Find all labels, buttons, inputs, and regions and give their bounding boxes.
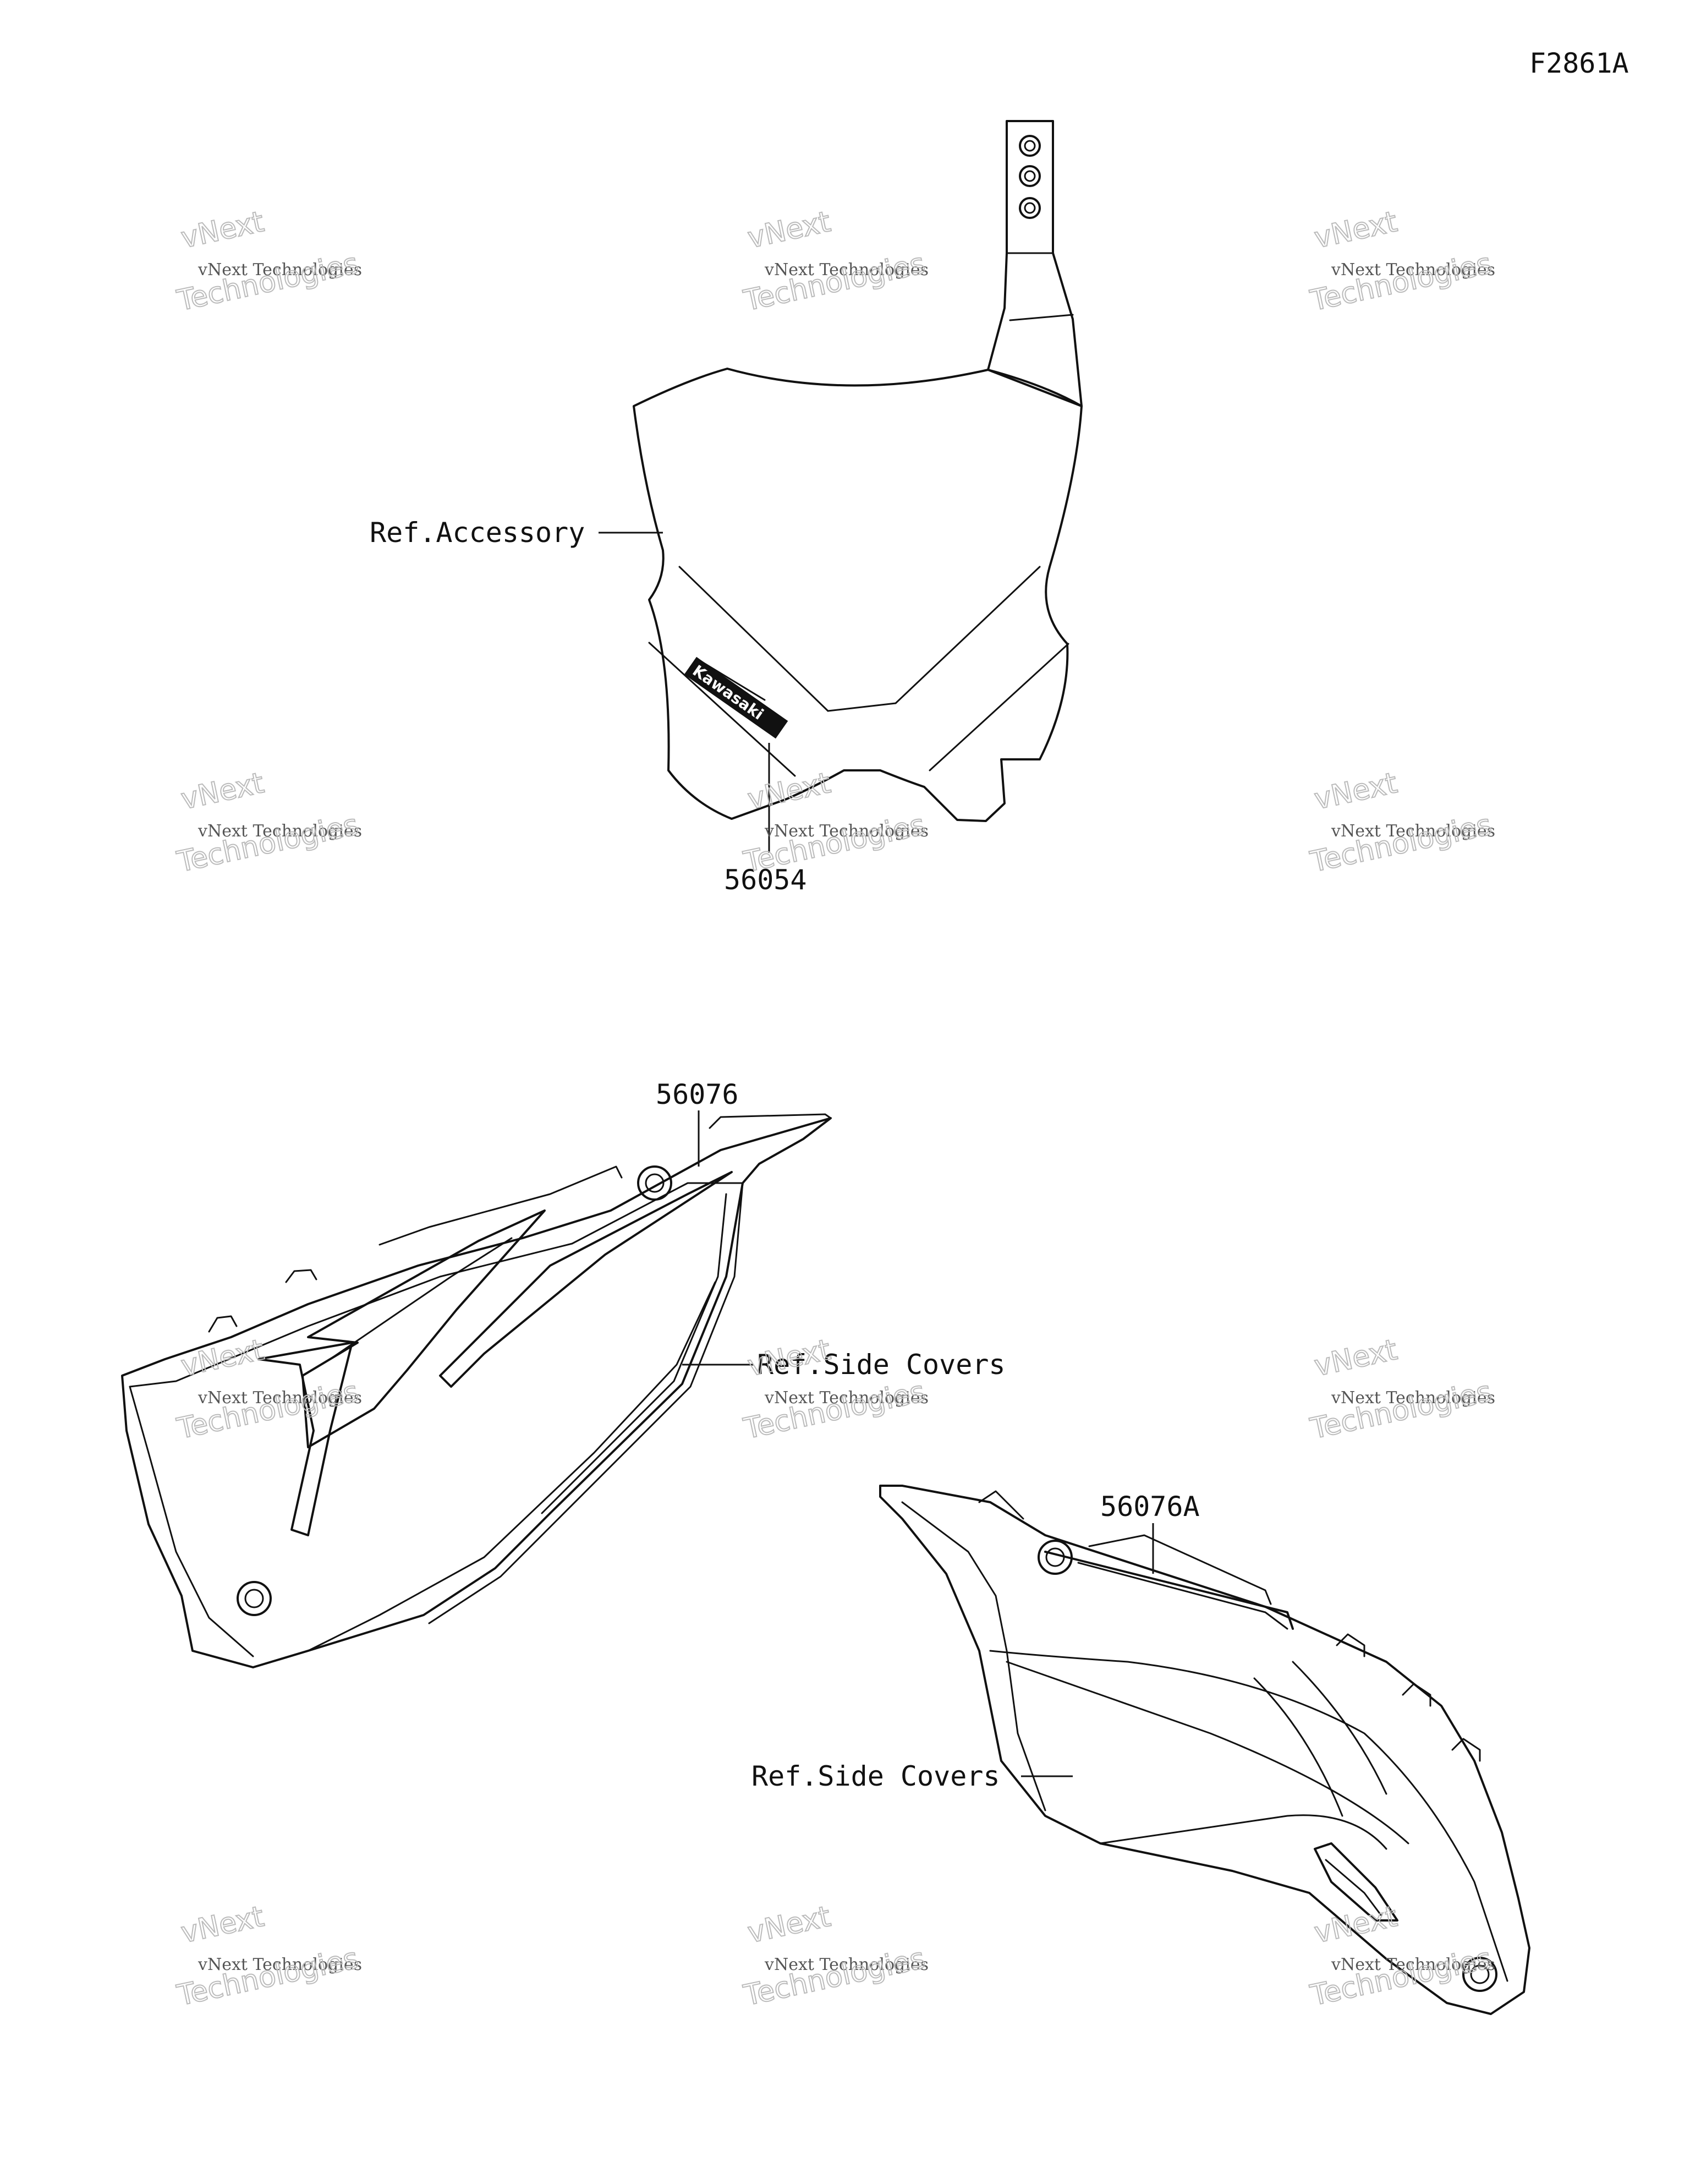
watermark-large-bottom: Technologies: [174, 1942, 361, 2012]
label-part-56054: 56054: [724, 864, 807, 896]
watermark-large-top: vNext: [1312, 205, 1400, 255]
watermark-large-bottom: Technologies: [741, 247, 928, 318]
watermark-small: vNext Technologies: [1331, 822, 1495, 841]
watermark-large-top: vNext: [745, 205, 833, 255]
watermark-large-top: vNext: [745, 1900, 833, 1950]
right-side-cover: [879, 1485, 1530, 2015]
label-part-56076: 56076: [656, 1079, 739, 1110]
number-plate: Kawasaki: [633, 120, 1083, 822]
watermark-large-bottom: Technologies: [1308, 1375, 1495, 1446]
watermark-large-top: vNext: [1312, 767, 1400, 816]
watermark-small: vNext Technologies: [764, 260, 929, 280]
watermark-small: vNext Technologies: [197, 1955, 362, 1974]
label-ref-side-covers-right: Ref.Side Covers: [751, 1760, 1000, 1792]
watermark-large-top: vNext: [745, 767, 833, 816]
watermarks: vNext vNext Technologies Technologies vN…: [174, 205, 1495, 2013]
watermark-small: vNext Technologies: [1331, 1955, 1495, 1974]
label-ref-side-covers-left: Ref.Side Covers: [757, 1349, 1006, 1381]
watermark-large-bottom: Technologies: [1308, 808, 1495, 879]
watermark-small: vNext Technologies: [197, 1388, 362, 1408]
watermark-small: vNext Technologies: [197, 822, 362, 841]
watermark-small: vNext Technologies: [764, 822, 929, 841]
watermark-small: vNext Technologies: [197, 260, 362, 280]
watermark-large-bottom: Technologies: [1308, 1942, 1495, 2012]
watermark-large-bottom: Technologies: [174, 808, 361, 879]
left-side-cover: [121, 1113, 832, 1668]
watermark-large-top: vNext: [178, 767, 267, 816]
label-ref-accessory: Ref.Accessory: [370, 517, 585, 549]
watermark-small: vNext Technologies: [1331, 260, 1495, 280]
watermark-large-top: vNext: [178, 1900, 267, 1950]
kawasaki-decal: Kawasaki: [684, 656, 788, 739]
watermark-small: vNext Technologies: [764, 1955, 929, 1974]
watermark-large-bottom: Technologies: [741, 1942, 928, 2012]
watermark-large-bottom: Technologies: [174, 247, 361, 318]
label-part-56076A: 56076A: [1100, 1491, 1200, 1523]
watermark-large-top: vNext: [178, 205, 267, 255]
watermark-small: vNext Technologies: [1331, 1388, 1495, 1408]
watermark-large-top: vNext: [1312, 1333, 1400, 1383]
watermark-large-bottom: Technologies: [1308, 247, 1495, 318]
figure-code: F2861A: [1529, 47, 1629, 79]
watermark-large-bottom: Technologies: [741, 1375, 928, 1446]
watermark-large-top: vNext: [178, 1333, 267, 1383]
watermark-small: vNext Technologies: [764, 1388, 929, 1408]
watermark-large-bottom: Technologies: [174, 1375, 361, 1446]
